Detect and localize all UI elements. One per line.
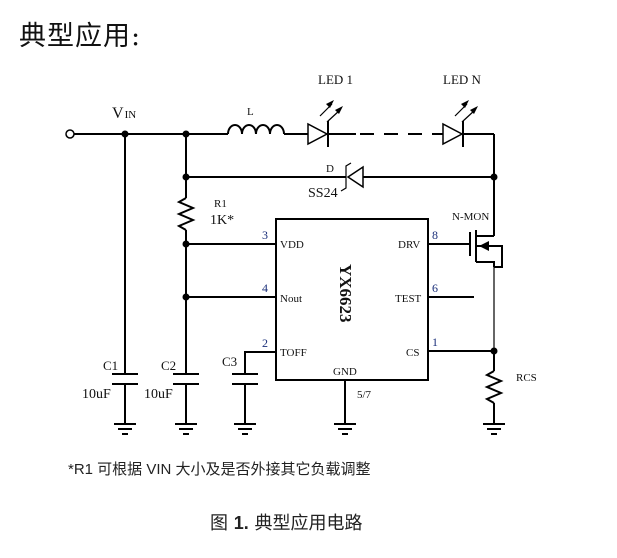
ground-icon: [334, 423, 356, 435]
schottky-diode-d: [340, 162, 364, 192]
pin-2-number: 2: [262, 336, 268, 350]
c1-value: 10uF: [82, 387, 111, 402]
ic-name: YX6623: [336, 264, 355, 323]
led-n-label: LED N: [443, 72, 482, 87]
c2-value: 10uF: [144, 387, 173, 402]
c2-label: C2: [161, 358, 176, 373]
vin-terminal: [65, 129, 75, 139]
pin-toff-label: TOFF: [280, 347, 307, 359]
ground-icon: [114, 423, 136, 435]
resistor-r1: [176, 197, 196, 231]
inductor-l: [227, 124, 308, 135]
pin-6-number: 6: [432, 281, 438, 295]
gnd-pin-numbers: 5/7: [357, 389, 372, 401]
ic-yx6623: [275, 218, 429, 381]
r1-label: R1: [214, 198, 227, 210]
caption-title: 典型应用电路: [254, 513, 363, 534]
pin-vdd-label: VDD: [280, 239, 304, 251]
caption-prefix: 图: [210, 513, 228, 534]
mosfet-label: N-MON: [452, 211, 489, 223]
ground-icon: [175, 423, 197, 435]
c1-label: C1: [103, 358, 118, 373]
inductor-label: L: [247, 106, 254, 118]
pin-1-number: 1: [432, 335, 438, 349]
caption-number: 1.: [233, 513, 249, 533]
led-1-label: LED 1: [318, 72, 353, 87]
n-mosfet: [469, 230, 503, 268]
pin-gnd-label: GND: [333, 366, 357, 378]
diode-label: D: [326, 163, 334, 175]
diode-part-label: SS24: [308, 186, 338, 201]
pin-nout-label: Nout: [280, 293, 302, 305]
r1-value: 1K*: [210, 213, 234, 228]
pin-8-number: 8: [432, 228, 438, 242]
led-1: [307, 100, 356, 147]
r1-footnote: *R1 可根据 VIN 大小及是否外接其它负载调整: [68, 461, 371, 478]
pin-drv-label: DRV: [398, 239, 420, 251]
rcs-label: RCS: [516, 372, 537, 384]
pin-4-number: 4: [262, 281, 268, 295]
ground-icon: [234, 423, 256, 435]
toff-wire: [244, 351, 276, 374]
c3-label: C3: [222, 354, 237, 369]
section-heading: 典型应用:: [19, 21, 142, 52]
vin-label: VIN: [112, 105, 136, 122]
pin-test-label: TEST: [395, 293, 422, 305]
pin-3-number: 3: [262, 228, 268, 242]
ground-icon: [483, 423, 505, 435]
figure-caption: 图 1. 典型应用电路: [210, 509, 362, 535]
junction-dot: [490, 173, 498, 181]
led-n: [432, 100, 494, 147]
pin-cs-label: CS: [406, 347, 419, 359]
resistor-rcs: [484, 370, 504, 404]
